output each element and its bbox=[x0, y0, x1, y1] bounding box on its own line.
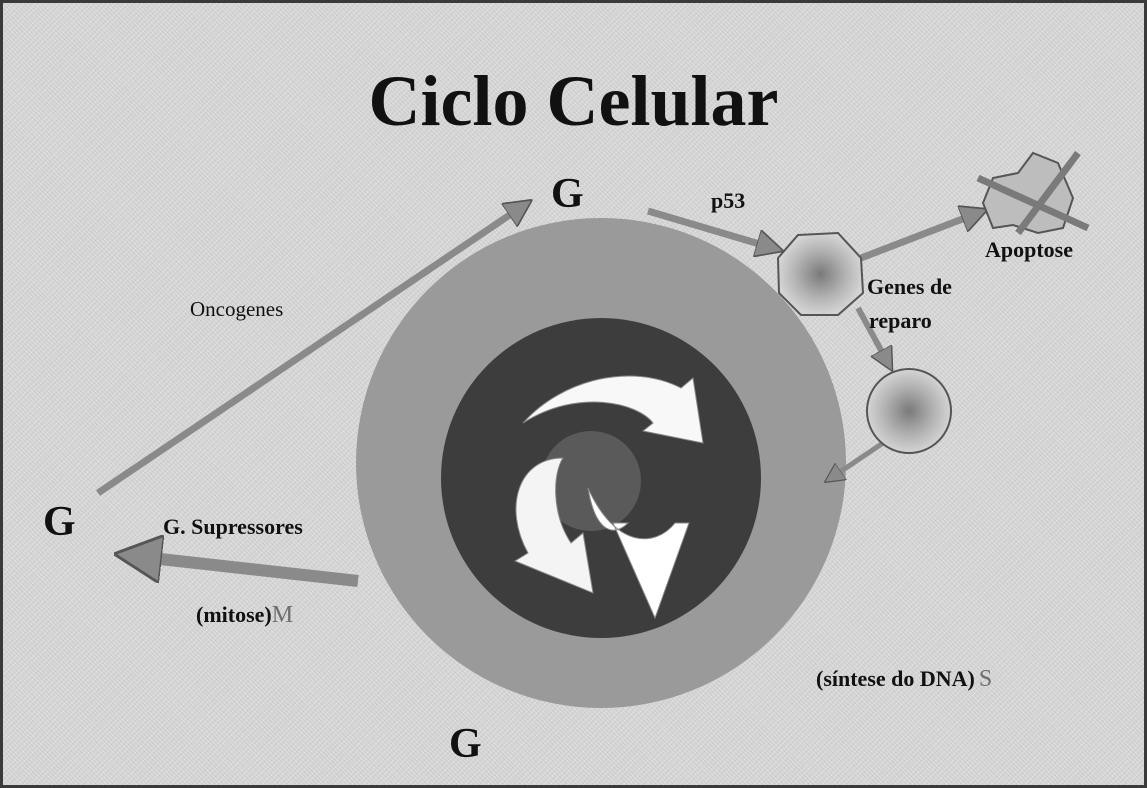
genes-reparo-line2: reparo bbox=[869, 310, 932, 332]
genes-reparo-line1: Genes de bbox=[867, 276, 952, 298]
mitose-letter: M bbox=[272, 602, 293, 628]
supressores-arrow bbox=[133, 556, 358, 581]
sintese-phase-label: (síntese do DNA) S bbox=[816, 667, 992, 691]
damaged-cell-icon bbox=[778, 233, 863, 315]
repaired-cell-icon bbox=[867, 369, 951, 453]
apoptotic-cell-icon bbox=[978, 153, 1088, 233]
sintese-text: (síntese do DNA) bbox=[816, 666, 975, 691]
p53-label: p53 bbox=[711, 190, 745, 212]
apoptose-arrow bbox=[861, 213, 978, 258]
phase-g-top: G bbox=[551, 173, 584, 215]
phase-g-left: G bbox=[43, 501, 76, 543]
phase-g-bottom: G bbox=[449, 723, 482, 765]
page-title: Ciclo Celular bbox=[3, 65, 1144, 137]
sintese-letter: S bbox=[979, 666, 992, 692]
mitose-phase-label: (mitose)M bbox=[196, 603, 293, 627]
supressores-label: G. Supressores bbox=[163, 516, 303, 538]
oncogenes-label: Oncogenes bbox=[190, 299, 283, 320]
apoptose-label: Apoptose bbox=[985, 239, 1073, 261]
mitose-text: (mitose) bbox=[196, 602, 272, 627]
